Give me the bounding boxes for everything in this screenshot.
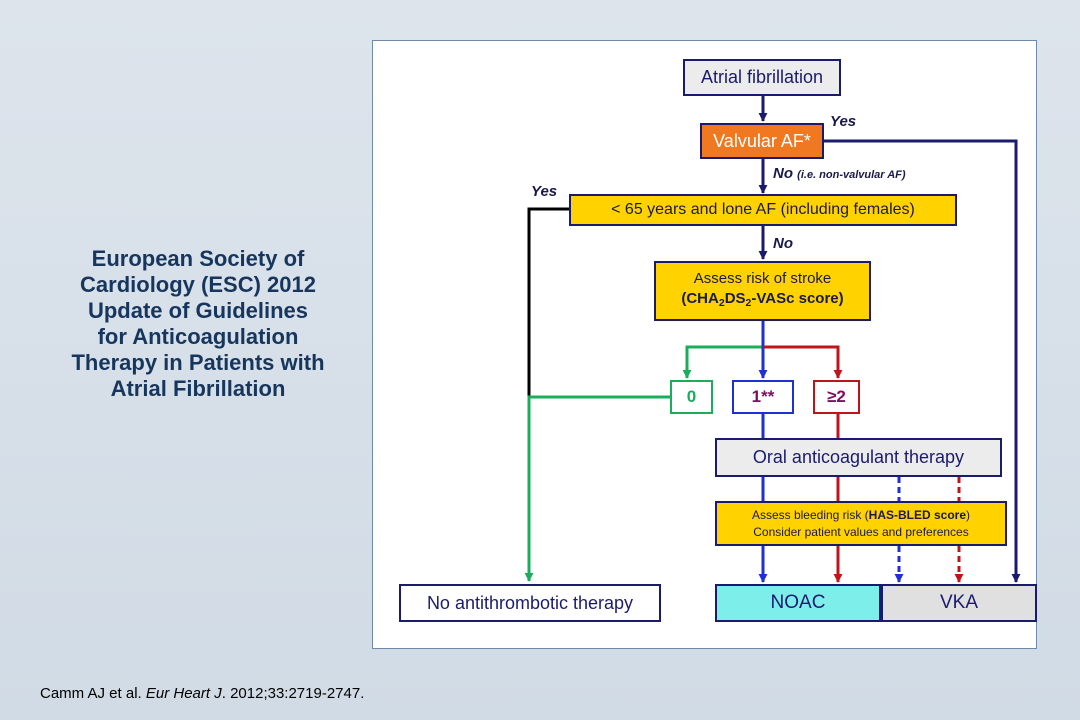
- age-lone-af-text: < 65 years and lone AF (including female…: [611, 201, 915, 218]
- age-lone-af-box: < 65 years and lone AF (including female…: [569, 194, 957, 226]
- cha2ds2-open: (CHA: [681, 289, 719, 307]
- flowchart-connectors: [524, 96, 1021, 583]
- vka-box: VKA: [881, 584, 1037, 622]
- title-line: Atrial Fibrillation: [110, 376, 286, 401]
- label-yes-valvular: Yes: [830, 113, 857, 130]
- bleeding-risk-post: ): [966, 507, 971, 522]
- no-antithrombotic-box: No antithrombotic therapy: [399, 584, 661, 622]
- citation-details: . 2012;33:2719-2747.: [221, 685, 365, 702]
- vka-text: VKA: [939, 592, 979, 613]
- cha2ds2-sub2: 2: [745, 297, 752, 310]
- title-line: Update of Guidelines: [87, 298, 309, 323]
- score-2-box: ≥2: [813, 380, 860, 414]
- noac-box: NOAC: [715, 584, 881, 622]
- label-no-valvular: No (i.e. non-valvular AF): [773, 165, 906, 182]
- score-1-box: 1**: [732, 380, 794, 414]
- bleeding-risk-line2: Consider patient values and preferences: [753, 524, 969, 539]
- label-no-valvular-note: (i.e. non-valvular AF): [797, 169, 906, 181]
- assess-stroke-box: Assess risk of stroke (CHA2DS2-VASc scor…: [654, 261, 871, 321]
- cha2ds2-mid: DS: [724, 289, 746, 307]
- arrow-to-score-0: [682, 345, 763, 379]
- oral-anticoagulant-text: Oral anticoagulant therapy: [752, 447, 965, 467]
- bleeding-risk-box: Assess bleeding risk (HAS-BLED score) Co…: [715, 501, 1007, 546]
- citation-journal: Eur Heart J: [145, 685, 222, 702]
- oral-anticoagulant-box: Oral anticoagulant therapy: [715, 438, 1002, 477]
- score-0-box: 0: [670, 380, 713, 414]
- atrial-fibrillation-text: Atrial fibrillation: [700, 67, 824, 87]
- valvular-af-box: Valvular AF*: [700, 123, 824, 159]
- assess-stroke-line2: (CHA2DS2-VASc score): [681, 289, 843, 313]
- atrial-fibrillation-box: Atrial fibrillation: [683, 59, 841, 96]
- score-0-text: 0: [686, 387, 697, 406]
- arrow-to-score-2: [763, 345, 843, 379]
- score-2-text: ≥2: [827, 387, 846, 406]
- cha2ds2-sub1: 2: [718, 297, 725, 310]
- label-no-valvular-text: No: [773, 165, 793, 182]
- valvular-af-text: Valvular AF*: [713, 130, 811, 151]
- bleeding-risk-pre: Assess bleeding risk (: [751, 507, 869, 522]
- title-line: Therapy in Patients with: [71, 350, 325, 375]
- line-age-yes: [527, 207, 569, 397]
- no-antithrombotic-text: No antithrombotic therapy: [426, 592, 634, 613]
- has-bled-score: HAS-BLED score: [868, 507, 967, 522]
- noac-text: NOAC: [770, 592, 826, 613]
- title-line: Cardiology (ESC) 2012: [80, 272, 316, 297]
- arrow-valvular-to-vka: [824, 139, 1021, 583]
- assess-stroke-line1: Assess risk of stroke: [693, 269, 832, 287]
- label-no-age: No: [773, 235, 793, 252]
- flowchart-panel: Atrial fibrillation Valvular AF* < 65 ye…: [372, 40, 1037, 649]
- label-yes-age: Yes: [531, 183, 558, 200]
- score-1-text: 1**: [751, 387, 775, 406]
- citation-authors: Camm AJ et al.: [40, 685, 142, 702]
- cha2ds2-close: -VASc score): [751, 289, 844, 307]
- slide-title: European Society of Cardiology (ESC) 201…: [28, 246, 368, 402]
- title-line: European Society of: [91, 246, 305, 271]
- citation: Camm AJ et al. Eur Heart J. 2012;33:2719…: [40, 685, 364, 702]
- arrow-score-0-to-none: [524, 395, 670, 582]
- title-line: for Anticoagulation: [97, 324, 299, 349]
- bleeding-risk-line1: Assess bleeding risk (HAS-BLED score): [752, 507, 970, 524]
